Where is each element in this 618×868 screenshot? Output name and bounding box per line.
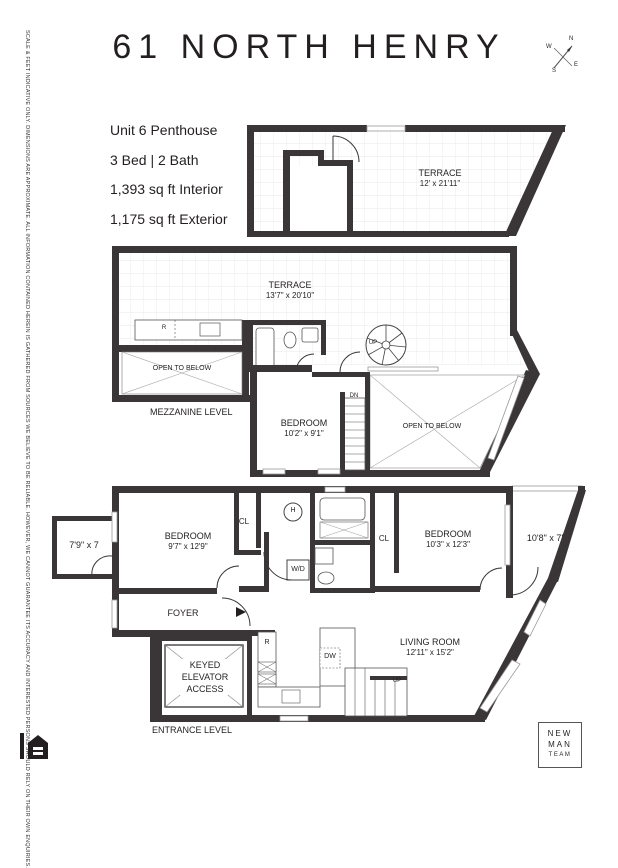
page-title: 61 NORTH HENRY xyxy=(112,28,506,66)
spiral-up-label: UP xyxy=(368,340,378,346)
mezz-bedroom-label: BEDROOM xyxy=(280,418,328,428)
logo-line-2: MAN xyxy=(548,740,572,749)
mezzanine-plan xyxy=(112,246,540,477)
compass-n: N xyxy=(569,36,574,42)
entrance-plan xyxy=(52,485,586,722)
living-room-label: LIVING ROOM xyxy=(399,637,460,647)
terrace-label: TERRACE xyxy=(268,280,312,290)
refrigerator-lower-label: R xyxy=(264,639,270,646)
foyer-label: FOYER xyxy=(167,608,199,618)
compass-e: E xyxy=(574,62,579,68)
compass-w: W xyxy=(546,44,552,50)
entrance-level-label: ENTRANCE LEVEL xyxy=(152,725,233,735)
closet-right-label: CL xyxy=(378,534,390,543)
equal-housing-icon xyxy=(20,733,48,759)
washer-dryer-label: W/D xyxy=(291,566,305,573)
closet-left-label: CL xyxy=(238,517,250,526)
beds-baths: 3 Bed | 2 Bath xyxy=(110,152,199,168)
stairs-down-label: DN xyxy=(349,393,359,399)
unit-name: Unit 6 Penthouse xyxy=(110,122,218,138)
dishwasher-label: DW xyxy=(324,653,336,660)
newman-team-logo: NEW MAN TEAM xyxy=(538,722,582,768)
mezz-bedroom-dims: 10'2" x 9'1" xyxy=(284,429,324,438)
open-below-right-label: OPEN TO BELOW xyxy=(402,423,462,430)
terrace-dims: 13'7" x 20'10" xyxy=(265,291,315,300)
bedroom-left-dims: 9'7" x 12'9" xyxy=(168,542,208,551)
compass-s: S xyxy=(552,68,557,74)
mezzanine-level-label: MEZZANINE LEVEL xyxy=(150,407,233,417)
exterior-area: 1,175 sq ft Exterior xyxy=(110,211,228,227)
compass-icon: N E S W xyxy=(546,36,580,74)
interior-area: 1,393 sq ft Interior xyxy=(110,181,223,197)
living-room-dims: 12'11" x 15'2" xyxy=(406,648,454,657)
elevator-label: KEYED ELEVATOR ACCESS xyxy=(170,659,240,695)
logo-line-3: TEAM xyxy=(548,752,572,758)
balcony-right-dims: 10'8" x 7' xyxy=(526,533,564,543)
refrigerator-upper-label: R xyxy=(161,325,167,331)
bedroom-right-label: BEDROOM xyxy=(424,529,472,539)
stairs-up-label: UP xyxy=(392,678,402,684)
logo-line-1: NEW xyxy=(547,729,573,738)
roof-terrace-label: TERRACE xyxy=(418,168,462,178)
bedroom-right-dims: 10'3" x 12'3" xyxy=(426,540,470,549)
floor-plan-drawing xyxy=(52,125,586,722)
water-heater-label: H xyxy=(290,507,296,514)
bedroom-left-label: BEDROOM xyxy=(164,531,212,541)
open-below-left-label: OPEN TO BELOW xyxy=(152,365,212,372)
roof-terrace-dims: 12' x 21'11" xyxy=(419,179,461,188)
balcony-left-dims: 7'9" x 7 xyxy=(69,540,99,550)
roof-terrace-plan xyxy=(247,125,566,237)
